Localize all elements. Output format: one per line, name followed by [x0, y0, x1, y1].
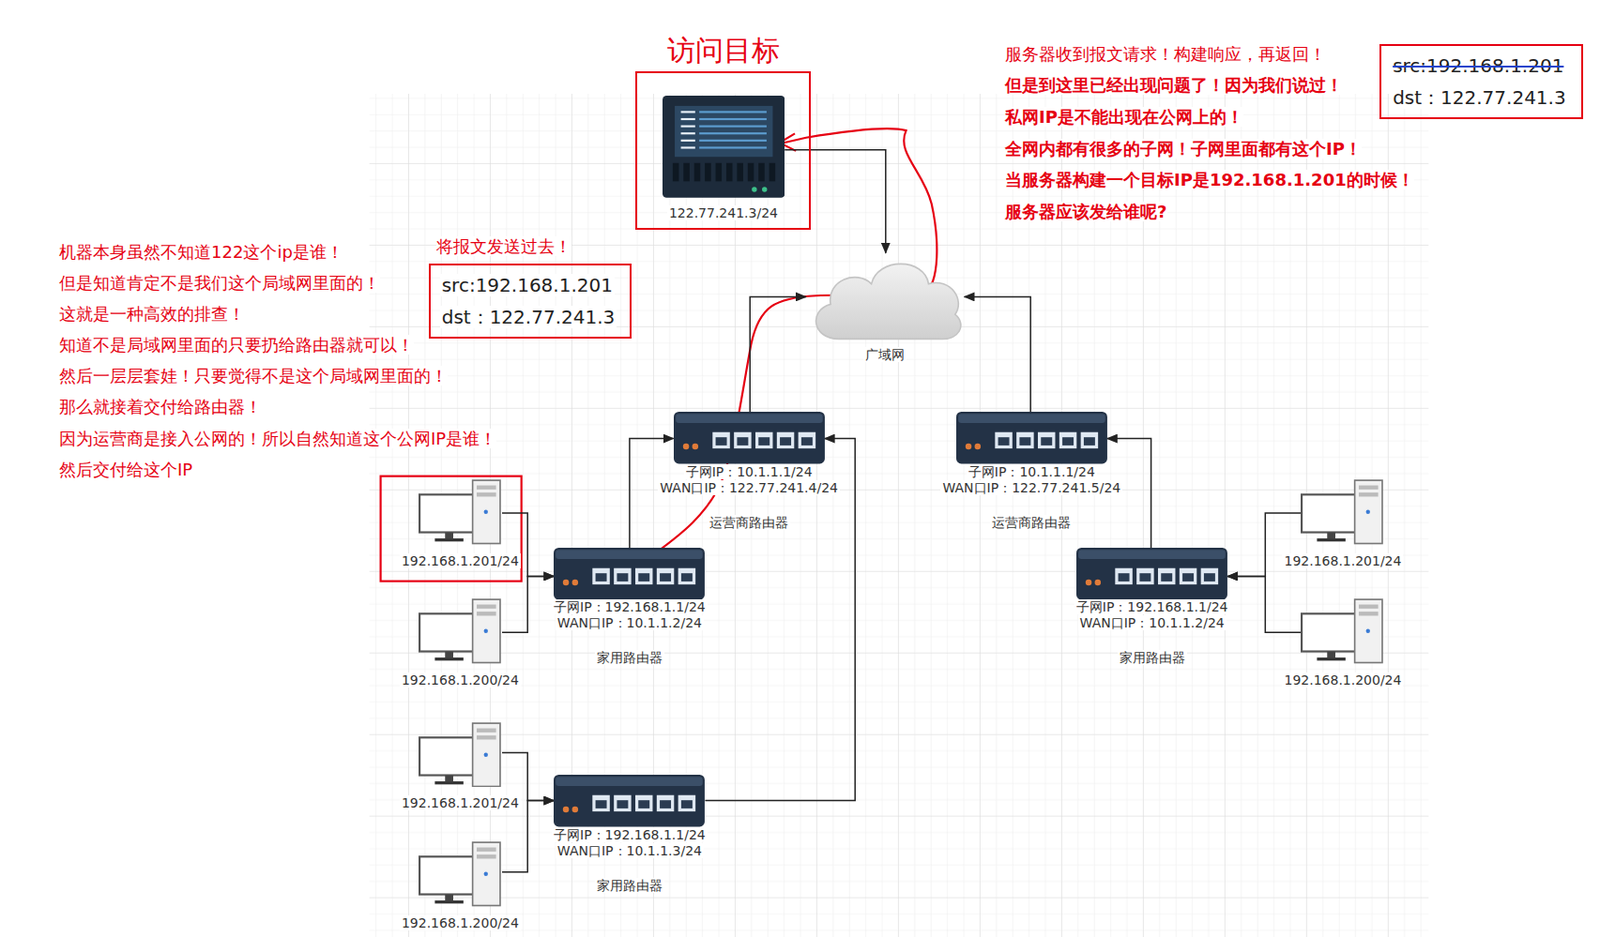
grid-ground [369, 93, 1430, 937]
packet-field: src:192.168.1.201 [440, 269, 618, 302]
note-line: 全网内都有很多的子网！子网里面都有这个IP！ [1005, 137, 1362, 161]
ip-label: WAN口IP：122.77.241.4/24 [626, 480, 872, 497]
cloud-label: 广域网 [806, 347, 965, 364]
ip-label: 192.168.1.201/24 [378, 553, 542, 570]
device-name: 家用路由器 [506, 878, 752, 895]
note-line: 当服务器构建一个目标IP是192.168.1.201的时候！ [1005, 168, 1415, 192]
pc-node: 192.168.1.200/24 [378, 598, 542, 689]
ip-label: WAN口IP：10.1.1.2/24 [1029, 615, 1275, 632]
packet-field: dst：122.77.241.3 [440, 301, 618, 334]
router-node: 子网IP：10.1.1.1/24WAN口IP：122.77.241.5/24 运营… [909, 411, 1155, 531]
ip-label: 子网IP：10.1.1.1/24 [909, 464, 1155, 481]
ip-label: WAN口IP：10.1.1.3/24 [506, 843, 752, 860]
ip-label: 192.168.1.200/24 [378, 915, 542, 932]
pc-icon [418, 598, 503, 665]
highlight-frame [380, 476, 522, 582]
device-name: 运营商路由器 [626, 515, 872, 532]
cloud-icon [806, 253, 965, 343]
ip-label: 192.168.1.201/24 [1261, 553, 1425, 570]
device-name: 家用路由器 [506, 650, 752, 667]
note-line: 服务器应该发给谁呢? [1005, 200, 1167, 224]
packetL-node: 将报文发送过去！src:192.168.1.201dst：122.77.241.… [428, 235, 633, 339]
ip-label: 122.77.241.3/24 [637, 205, 809, 222]
note-line: 然后交付给这个IP [59, 458, 193, 482]
pc-icon [1300, 479, 1385, 546]
device-name: 家用路由器 [1029, 650, 1275, 667]
pc-node: 192.168.1.200/24 [378, 841, 542, 932]
ip-label: 192.168.1.201/24 [378, 795, 542, 812]
packet-box: src:192.168.1.201dst：122.77.241.3 [428, 263, 633, 339]
device-name: 运营商路由器 [909, 515, 1155, 532]
pc-node: 192.168.1.201/24 [378, 722, 542, 813]
ip-label: WAN口IP：122.77.241.5/24 [909, 480, 1155, 497]
link-arrow [964, 296, 1032, 412]
note-line: 那么就接着交付给路由器！ [59, 396, 262, 419]
cloud-node: 广域网 [806, 253, 965, 365]
server-node: 访问目标 122.77.241.3/24 [635, 31, 811, 230]
note-line: 机器本身虽然不知道122这个ip是谁！ [59, 241, 344, 264]
link-arrow [784, 150, 886, 254]
ip-label: 子网IP：192.168.1.1/24 [1029, 599, 1275, 616]
router-icon [553, 548, 705, 600]
pc-node: 192.168.1.201/24 [378, 479, 542, 570]
router-node: 子网IP：192.168.1.1/24WAN口IP：10.1.1.3/24 家用路… [506, 775, 752, 894]
note-line: 知道不是局域网里面的只要扔给路由器就可以！ [59, 334, 414, 357]
link-arrow [1227, 576, 1301, 633]
router-icon [673, 411, 825, 464]
ip-label: 子网IP：10.1.1.1/24 [626, 464, 872, 481]
note-line: 私网IP是不能出现在公网上的！ [1005, 106, 1244, 129]
ip-label: 子网IP：192.168.1.1/24 [506, 599, 752, 616]
target-frame: 122.77.241.3/24 [635, 71, 811, 230]
link-arrow [749, 296, 807, 412]
pc-icon [1300, 598, 1385, 665]
pc-icon [418, 722, 503, 789]
ip-label: 192.168.1.200/24 [378, 672, 542, 689]
note-line: 这就是一种高效的排查！ [59, 303, 245, 326]
pc-node: 192.168.1.200/24 [1261, 598, 1425, 689]
note-line: 服务器收到报文请求！构建响应，再返回！ [1005, 43, 1326, 66]
router-icon [553, 775, 705, 827]
router-node: 子网IP：10.1.1.1/24WAN口IP：122.77.241.4/24 运营… [626, 411, 872, 531]
router-node: 子网IP：192.168.1.1/24WAN口IP：10.1.1.2/24 家用路… [506, 548, 752, 667]
pc-icon [418, 841, 503, 908]
link-arrow [502, 576, 554, 633]
pc-icon [418, 479, 503, 546]
note-line: 然后一层层套娃！只要觉得不是这个局域网里面的！ [59, 365, 448, 388]
packet-heading: 将报文发送过去！ [428, 235, 633, 264]
note-line: 因为运营商是接入公网的！所以自然知道这个公网IP是谁！ [59, 427, 497, 451]
server-icon [662, 95, 785, 199]
packet-box: src:192.168.1.201dst：122.77.241.3 [1379, 44, 1584, 120]
router-node: 子网IP：192.168.1.1/24WAN口IP：10.1.1.2/24 家用路… [1029, 548, 1275, 667]
router-icon [956, 411, 1108, 464]
packetR-node: src:192.168.1.201dst：122.77.241.3 [1379, 44, 1584, 120]
target-title: 访问目标 [635, 31, 811, 72]
router-icon [1076, 548, 1228, 600]
packet-field: dst：122.77.241.3 [1390, 81, 1569, 114]
note-line: 但是知道肯定不是我们这个局域网里面的！ [59, 272, 381, 295]
ip-label: 192.168.1.200/24 [1261, 672, 1425, 689]
link-arrow [502, 801, 554, 873]
note-line: 但是到这里已经出现问题了！因为我们说过！ [1005, 74, 1343, 97]
packet-field: src:192.168.1.201 [1390, 49, 1569, 82]
ip-label: 子网IP：192.168.1.1/24 [506, 827, 752, 844]
link-arrow [502, 753, 554, 802]
ip-label: WAN口IP：10.1.1.2/24 [506, 615, 752, 632]
pc-node: 192.168.1.201/24 [1261, 479, 1425, 570]
